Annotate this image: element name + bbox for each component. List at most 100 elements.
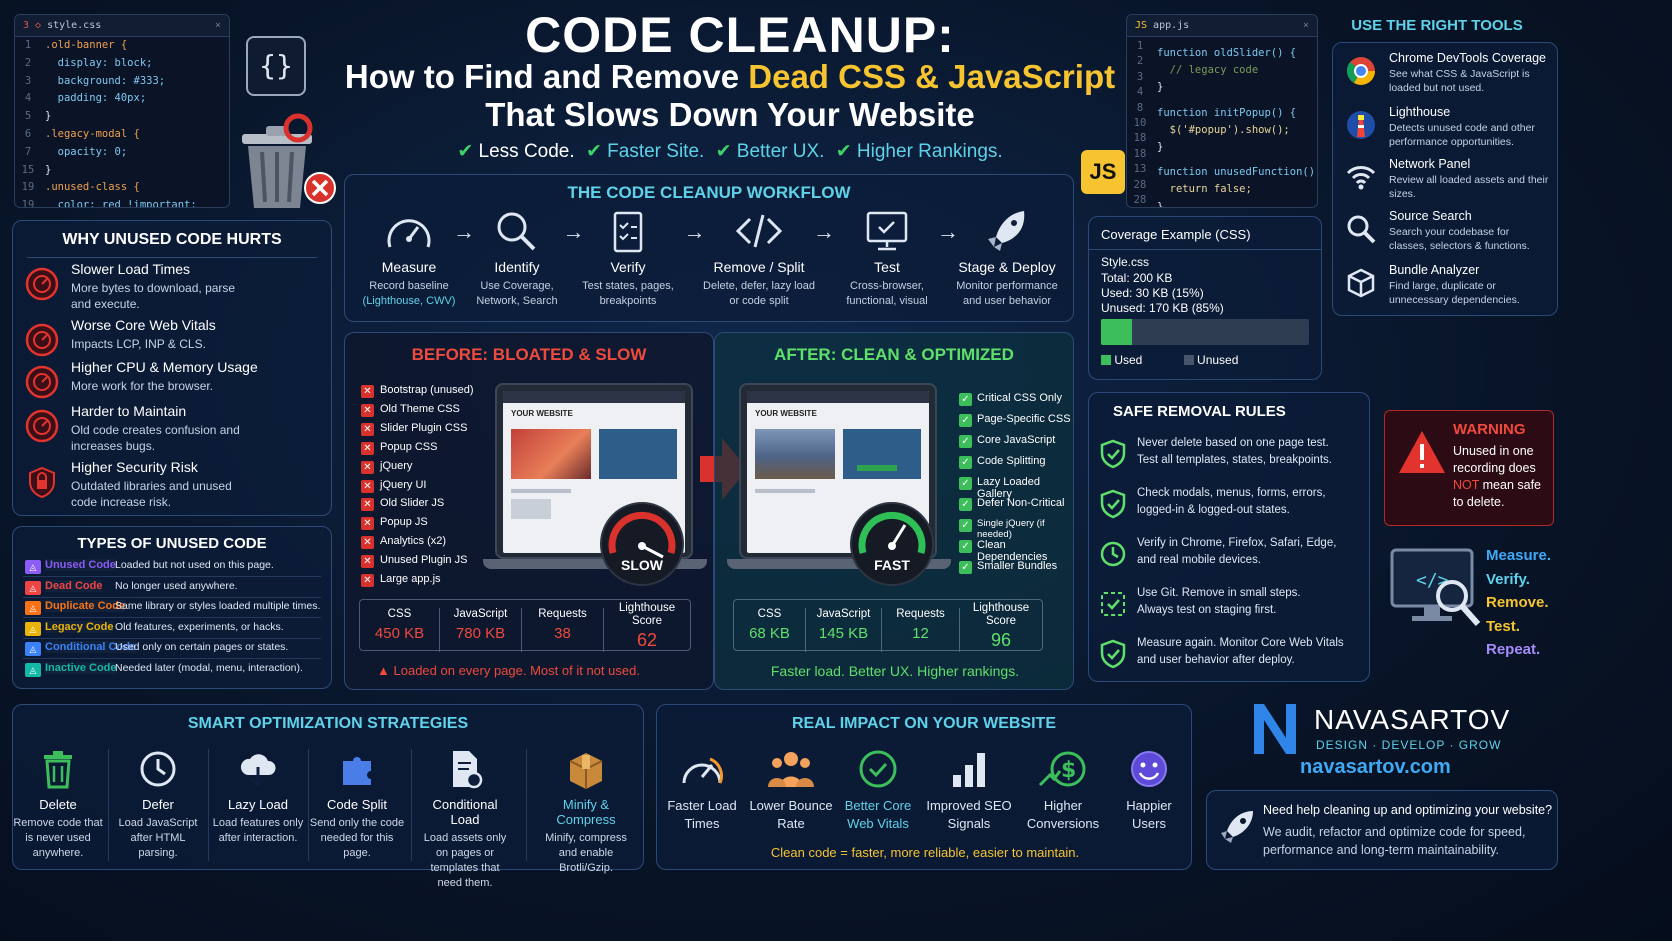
workflow-step-desc2: breakpoints [599, 295, 657, 307]
cta-desc: We audit, refactor and optimize code for… [1263, 825, 1526, 857]
type-icon: ◬ [25, 580, 41, 595]
arrow-right-icon: → [562, 219, 585, 244]
line-number: 2 [1136, 55, 1144, 68]
legend-unused-label: Unused [1197, 353, 1239, 367]
x-icon: ✕ [361, 517, 374, 531]
strategy-title: Defer [142, 797, 174, 812]
before-screen-title: YOUR WEBSITE [511, 409, 573, 418]
check-icon: ✔ [835, 141, 852, 162]
before-item: Popup CSS [380, 440, 438, 453]
workflow-step-desc: Use Coverage,Network, Search [447, 279, 587, 309]
impact-title: REAL IMPACT ON YOUR WEBSITE [791, 715, 1056, 732]
warning-title: WARNING [1453, 421, 1526, 438]
gear-bug-icon [25, 409, 59, 443]
impact-label-line1: Happier [1126, 798, 1172, 813]
rule-line1: Never delete based on one page test. [1137, 437, 1329, 449]
coverage-file: Style.css [1101, 255, 1150, 269]
mantra-measure: Measure. [1486, 547, 1552, 564]
code-line: color: red !important; [45, 199, 197, 208]
slow-label: SLOW [621, 557, 663, 573]
brand-tagline: DESIGN · DEVELOP · GROW [1316, 738, 1502, 752]
before-title: BEFORE: BLOATED & SLOW [411, 345, 647, 364]
before-metric-value: 780 KB [455, 625, 506, 642]
rule-line1: Verify in Chrome, Firefox, Safari, Edge, [1137, 537, 1337, 549]
code-line: .legacy-modal { [45, 127, 140, 140]
smiley-icon [1101, 749, 1197, 791]
tool-title: Network Panel [1389, 157, 1471, 171]
page-subtitle-line2: That Slows Down Your Website [485, 96, 975, 133]
before-metric-value: 450 KB [374, 625, 425, 642]
before-item: Large app.js [380, 573, 441, 585]
css-code: .old-banner { display: block; background… [45, 37, 197, 208]
cta-panel[interactable]: Need help cleaning up and optimizing you… [1206, 790, 1558, 870]
coverage-bar [1101, 319, 1309, 345]
strategies-title: SMART OPTIMIZATION STRATEGIES [187, 715, 469, 732]
css-file-icon: 3 ◇ [23, 20, 42, 31]
js-line-numbers: 1234810181813282829 [1127, 37, 1153, 207]
rocket-icon [937, 209, 1077, 253]
why-item-desc: More bytes to download, parse and execut… [71, 281, 236, 311]
strategy-title: Delete [39, 797, 77, 812]
benefits-row: ✔ Less Code. ✔ Faster Site. ✔ Better UX.… [380, 140, 1080, 163]
why-item-desc: Outdated libraries and unused code incre… [71, 479, 232, 509]
mantra: Measure. Verify. Remove. Test. Repeat. [1486, 544, 1551, 662]
warning-triangle-icon: ▲ [377, 663, 390, 678]
impact-label-line1: Better Core [844, 798, 912, 813]
why-item-desc: Impacts LCP, INP & CLS. [71, 337, 206, 351]
js-file-icon: JS [1135, 20, 1148, 31]
workflow-step-desc2: (Lighthouse, CWV) [362, 295, 456, 307]
page-subtitle: How to Find and Remove Dead CSS & JavaSc… [330, 58, 1130, 96]
impact-label-line2: Web Vitals [847, 816, 909, 831]
rules-panel: SAFE REMOVAL RULES Never delete based on… [1088, 392, 1370, 682]
type-desc: Same library or styles loaded multiple t… [115, 600, 321, 612]
line-number: 5 [24, 110, 32, 123]
benefit: Faster Site. [607, 141, 705, 162]
js-editor-tab[interactable]: JS app.js × [1127, 15, 1317, 37]
before-metric-label: CSS [387, 608, 412, 620]
after-item: Core JavaScript [977, 434, 1056, 446]
workflow-step-title: Measure [381, 259, 437, 275]
tool-desc: Review all loaded assets and their sizes… [1389, 174, 1549, 200]
search-icon [1345, 213, 1377, 245]
tool-title: Chrome DevTools Coverage [1389, 51, 1547, 65]
close-icon[interactable]: × [1302, 20, 1309, 31]
before-item: Bootstrap (unused) [380, 384, 474, 396]
tool-desc: See what CSS & JavaScript is loaded but … [1389, 68, 1530, 94]
workflow-step-title: Identify [494, 259, 540, 275]
after-item: Smaller Bundles [977, 560, 1058, 572]
line-number: 4 [1136, 86, 1144, 99]
css-editor-tab[interactable]: 3 ◇ style.css × [15, 15, 229, 37]
impact-label-line1: Lower Bounce [749, 798, 833, 813]
x-icon: ✕ [361, 536, 374, 550]
wifi-icon [1345, 161, 1377, 193]
puzzle-icon [309, 749, 405, 789]
shield-check-icon [1099, 439, 1127, 469]
coverage-legend: Used Unused [1101, 353, 1238, 367]
clock-icon [1099, 539, 1127, 569]
line-number: 18 [1133, 132, 1147, 145]
coverage-bar-used [1101, 319, 1133, 345]
close-icon[interactable]: × [214, 20, 221, 31]
type-icon: ◬ [25, 621, 41, 636]
line-number: 15 [21, 163, 35, 176]
css-line-numbers: 12345671519192820 [15, 37, 41, 207]
why-item-desc: More work for the browser. [71, 379, 214, 393]
line-number: 19 [21, 181, 35, 194]
types-title: TYPES OF UNUSED CODE [77, 535, 267, 552]
impact-label-line2: Signals [947, 816, 991, 831]
type-icon: ◬ [25, 642, 41, 656]
brand-url[interactable]: navasartov.com [1300, 756, 1451, 778]
type-tag: Legacy Code [45, 620, 114, 633]
